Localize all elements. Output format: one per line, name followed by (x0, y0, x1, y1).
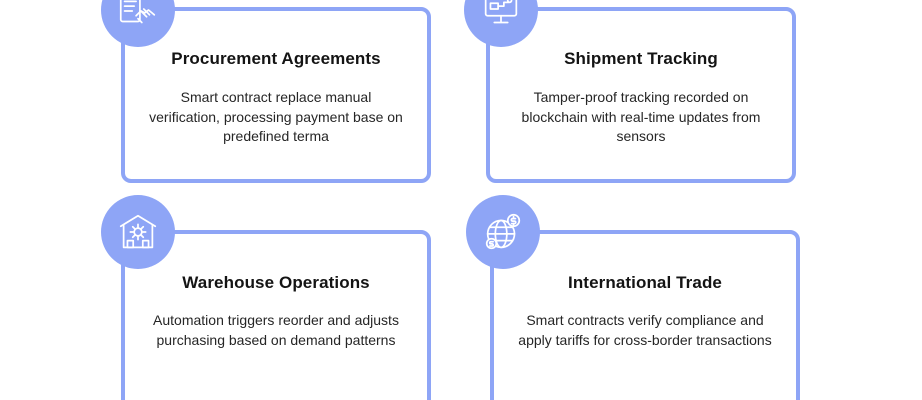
card-title: Warehouse Operations (182, 273, 370, 292)
card-title: Shipment Tracking (564, 49, 718, 68)
card-title: Procurement Agreements (171, 49, 381, 68)
card-description: Tamper-proof tracking recorded on blockc… (521, 89, 761, 144)
card-description: Smart contract replace manual verificati… (149, 89, 403, 144)
card-warehouse-operations: Warehouse Operations Automation triggers… (121, 230, 431, 400)
card-description: Smart contracts verify compliance and ap… (518, 312, 772, 348)
card-title: International Trade (568, 273, 722, 292)
card-procurement-agreements: Procurement Agreements Smart contract re… (121, 7, 431, 183)
card-international-trade: International Trade Smart contracts veri… (490, 230, 800, 400)
globe-currency-icon (466, 195, 540, 269)
card-shipment-tracking: Shipment Tracking Tamper-proof tracking … (486, 7, 796, 183)
card-description: Automation triggers reorder and adjusts … (153, 312, 399, 348)
warehouse-gear-icon (101, 195, 175, 269)
